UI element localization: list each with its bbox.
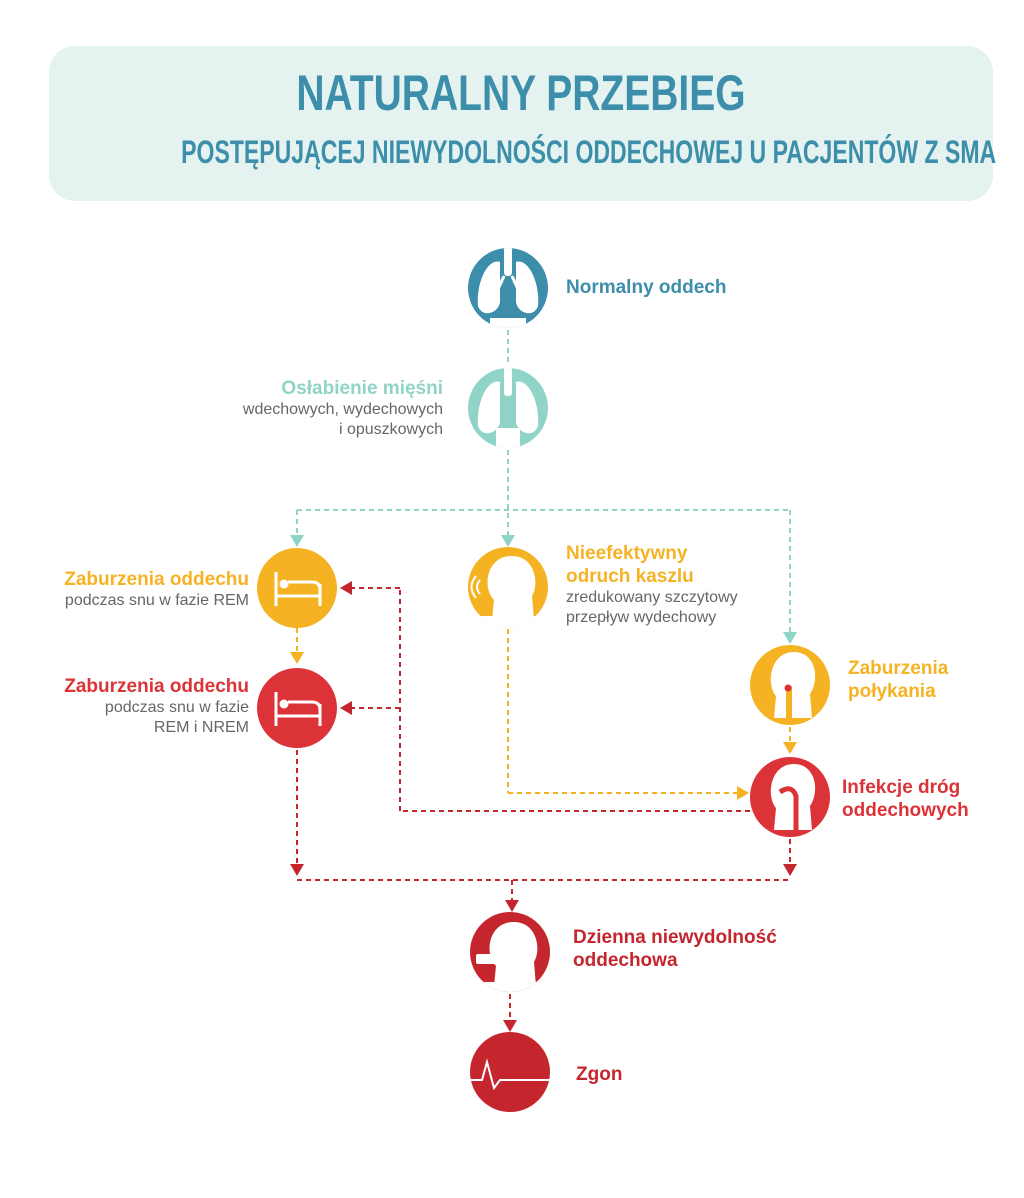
bed-icon [274, 572, 322, 606]
lungs-icon [477, 248, 539, 328]
label-sleep-rem-desc1: podczas snu w fazie REM [64, 592, 249, 610]
page-subtitle: POSTĘPUJĄCEJ NIEWYDOLNOŚCI ODDECHOWEJ U … [181, 134, 997, 170]
label-muscle-weakness: Osłabienie mięśni wdechowych, wydechowyc… [190, 377, 443, 439]
label-muscle-weakness-title: Osłabienie mięśni [281, 378, 443, 399]
connectors-orange [296, 628, 791, 794]
connectors-teal [296, 330, 791, 632]
label-swallowing-title2: połykania [848, 681, 936, 703]
node-sleep-rem-nrem [257, 668, 337, 748]
label-muscle-weakness-desc1: wdechowych, wydechowych [242, 401, 443, 419]
label-infections-title1: Infekcje dróg [842, 777, 961, 798]
header-banner: NATURALNY PRZEBIEG POSTĘPUJĄCEJ NIEWYDOL… [49, 46, 997, 201]
node-sleep-rem [257, 548, 337, 628]
label-daytime-title1: Dzienna niewydolność [573, 927, 777, 948]
label-cough-desc1: zredukowany szczytowy [566, 589, 738, 607]
flatline-icon [470, 1058, 550, 1091]
connectors-red [296, 587, 791, 1020]
label-normal-breathing: Normalny oddech [566, 277, 727, 298]
node-respiratory-infections [750, 757, 830, 837]
node-normal-breathing [468, 248, 548, 328]
airway-icon [770, 764, 816, 836]
node-muscle-weakness [468, 368, 548, 448]
arrowheads-orange [290, 652, 797, 800]
label-sleep-rem-nrem-desc1: podczas snu w fazie [104, 699, 249, 717]
label-sleep-rem: Zaburzenia oddechu podczas snu w fazie R… [20, 568, 249, 611]
node-swallowing [750, 645, 830, 725]
label-daytime-title2: oddechowa [573, 950, 678, 972]
label-swallowing-title1: Zaburzenia [848, 658, 949, 679]
lungs-icon [477, 368, 539, 448]
label-swallowing: Zaburzenia połykania [848, 657, 948, 703]
label-cough-title2: odruch kaszlu [566, 566, 694, 588]
label-infections-title2: oddechowych [842, 800, 969, 822]
label-respiratory-infections: Infekcje dróg oddechowych [842, 776, 969, 822]
node-death [470, 1032, 550, 1112]
label-sleep-rem-nrem-title: Zaburzenia oddechu [64, 676, 249, 697]
node-ineffective-cough [468, 547, 548, 627]
label-death: Zgon [576, 1064, 623, 1085]
bed-icon [274, 692, 322, 726]
node-daytime-failure [470, 912, 550, 992]
throat-icon [770, 652, 816, 725]
label-muscle-weakness-desc2: i opuszkowych [338, 420, 443, 438]
ventilator-head-icon [476, 922, 550, 992]
label-sleep-rem-nrem: Zaburzenia oddechu podczas snu w fazie R… [20, 675, 249, 737]
label-sleep-rem-title: Zaburzenia oddechu [64, 569, 249, 590]
label-daytime-failure: Dzienna niewydolność oddechowa [573, 926, 777, 972]
label-cough-desc2: przepływ wydechowy [566, 608, 717, 626]
arrowheads-red [290, 581, 797, 1032]
label-ineffective-cough: Nieefektywny odruch kaszlu zredukowany s… [566, 542, 738, 627]
label-cough-title1: Nieefektywny [566, 543, 688, 564]
arrowheads-teal [290, 535, 797, 644]
label-sleep-rem-nrem-desc2: REM i NREM [153, 718, 249, 736]
head-cough-icon [470, 556, 548, 627]
page-title: NATURALNY PRZEBIEG [296, 65, 746, 121]
